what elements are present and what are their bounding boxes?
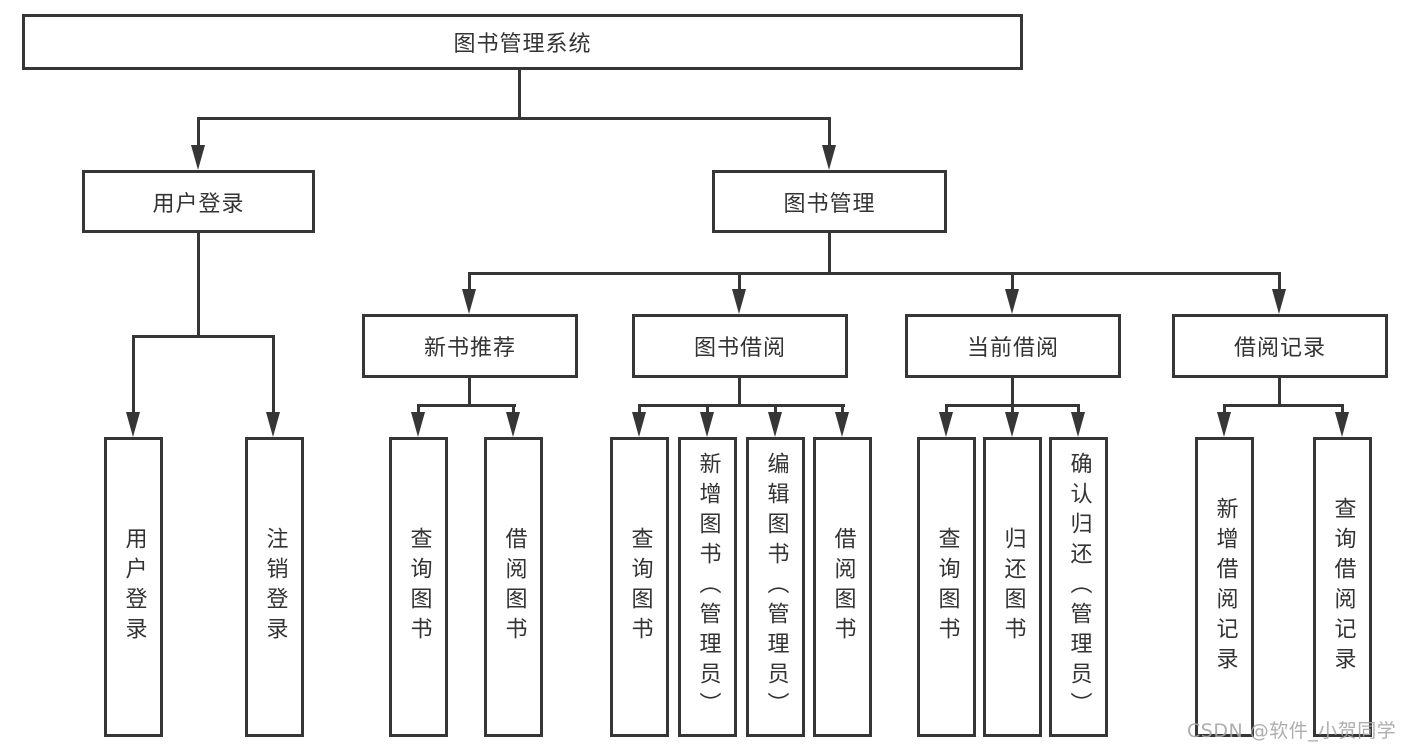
arrowhead-icon: [700, 412, 714, 437]
connector-line: [132, 335, 275, 338]
connector-line: [738, 272, 741, 292]
connector-line: [1011, 272, 1014, 292]
leaf-query-book-recommend-label: 查询图书: [406, 527, 432, 647]
node-user-login: 用户登录: [82, 170, 315, 233]
leaf-return-book: 归还图书: [983, 437, 1042, 737]
node-new-book-recommend: 新书推荐: [362, 314, 578, 378]
connector-line: [1341, 404, 1344, 416]
connector-line: [1278, 272, 1281, 292]
connector-line: [638, 404, 641, 416]
node-current-borrow-label: 当前借阅: [966, 336, 1059, 361]
connector-line: [468, 272, 471, 292]
connector-line: [638, 404, 845, 407]
arrowhead-icon: [506, 412, 520, 437]
csdn-watermark: CSDN @软件_小贺同学: [1187, 720, 1397, 742]
leaf-borrow-book-recommend-label: 借阅图书: [501, 527, 527, 647]
node-borrow-record-label: 借阅记录: [1233, 336, 1326, 361]
connector-line: [828, 117, 831, 148]
connector-line: [945, 404, 948, 416]
connector-line: [1223, 404, 1226, 416]
leaf-edit-book-admin: 编辑图书（管理员）: [746, 437, 805, 737]
connector-line: [197, 117, 200, 148]
leaf-add-book-admin: 新增图书（管理员）: [678, 437, 737, 737]
arrowhead-icon: [1071, 412, 1085, 437]
connector-line: [1011, 378, 1014, 406]
leaf-add-book-admin-label: 新增图书（管理员）: [695, 452, 721, 722]
leaf-query-book-current: 查询图书: [917, 437, 976, 737]
connector-line: [841, 404, 844, 416]
arrowhead-icon: [732, 289, 746, 314]
connector-line: [1223, 404, 1344, 407]
connector-line: [774, 404, 777, 416]
connector-line: [132, 335, 135, 415]
node-book-management-label: 图书管理: [783, 191, 876, 217]
leaf-query-borrow-record: 查询借阅记录: [1313, 437, 1372, 737]
arrowhead-icon: [632, 412, 646, 437]
connector-line: [518, 69, 521, 118]
arrowhead-icon: [939, 412, 953, 437]
arrowhead-icon: [126, 412, 140, 437]
arrowhead-icon: [768, 412, 782, 437]
leaf-confirm-return-admin: 确认归还（管理员）: [1049, 437, 1108, 737]
arrowhead-icon: [191, 145, 205, 170]
connector-line: [1077, 404, 1080, 416]
connector-line: [512, 404, 515, 416]
leaf-query-book-borrow: 查询图书: [610, 437, 669, 737]
connector-line: [197, 117, 831, 120]
connector-line: [417, 404, 516, 407]
node-book-borrow: 图书借阅: [632, 314, 848, 378]
leaf-add-borrow-record: 新增借阅记录: [1195, 437, 1254, 737]
arrowhead-icon: [266, 412, 280, 437]
connector-line: [417, 404, 420, 416]
leaf-edit-book-admin-label: 编辑图书（管理员）: [763, 452, 789, 722]
node-user-login-label: 用户登录: [152, 191, 245, 217]
leaf-borrow-book-borrow: 借阅图书: [813, 437, 872, 737]
arrowhead-icon: [1217, 412, 1231, 437]
arrowhead-icon: [1272, 289, 1286, 314]
arrowhead-icon: [1005, 289, 1019, 314]
leaf-return-book-label: 归还图书: [1000, 527, 1026, 647]
arrowhead-icon: [462, 289, 476, 314]
connector-line: [1278, 378, 1281, 406]
arrowhead-icon: [1335, 412, 1349, 437]
leaf-user-login: 用户登录: [104, 437, 163, 737]
connector-line: [197, 233, 200, 335]
node-root-label: 图书管理系统: [453, 32, 592, 57]
connector-line: [706, 404, 709, 416]
leaf-user-login-label: 用户登录: [121, 527, 147, 647]
connector-line: [738, 378, 741, 406]
connector-line: [828, 233, 831, 274]
arrowhead-icon: [822, 145, 836, 170]
arrowhead-icon: [1005, 412, 1019, 437]
leaf-confirm-return-admin-label: 确认归还（管理员）: [1066, 452, 1092, 722]
node-root: 图书管理系统: [22, 14, 1023, 70]
arrowhead-icon: [411, 412, 425, 437]
leaf-logout-label: 注销登录: [262, 527, 288, 647]
connector-line: [468, 378, 471, 406]
leaf-borrow-book-recommend: 借阅图书: [484, 437, 543, 737]
node-current-borrow: 当前借阅: [905, 314, 1121, 378]
arrowhead-icon: [835, 412, 849, 437]
leaf-logout: 注销登录: [245, 437, 304, 737]
node-book-borrow-label: 图书借阅: [693, 336, 786, 361]
connector-line: [272, 335, 275, 415]
node-book-management: 图书管理: [712, 170, 947, 233]
leaf-query-borrow-record-label: 查询借阅记录: [1330, 497, 1356, 677]
leaf-query-book-recommend: 查询图书: [389, 437, 448, 737]
leaf-query-book-borrow-label: 查询图书: [627, 527, 653, 647]
connector-line: [468, 272, 1281, 275]
connector-line: [1011, 404, 1014, 416]
node-borrow-record: 借阅记录: [1172, 314, 1388, 378]
leaf-add-borrow-record-label: 新增借阅记录: [1212, 497, 1238, 677]
leaf-query-book-current-label: 查询图书: [934, 527, 960, 647]
node-new-book-recommend-label: 新书推荐: [423, 336, 516, 361]
leaf-borrow-book-borrow-label: 借阅图书: [830, 527, 856, 647]
